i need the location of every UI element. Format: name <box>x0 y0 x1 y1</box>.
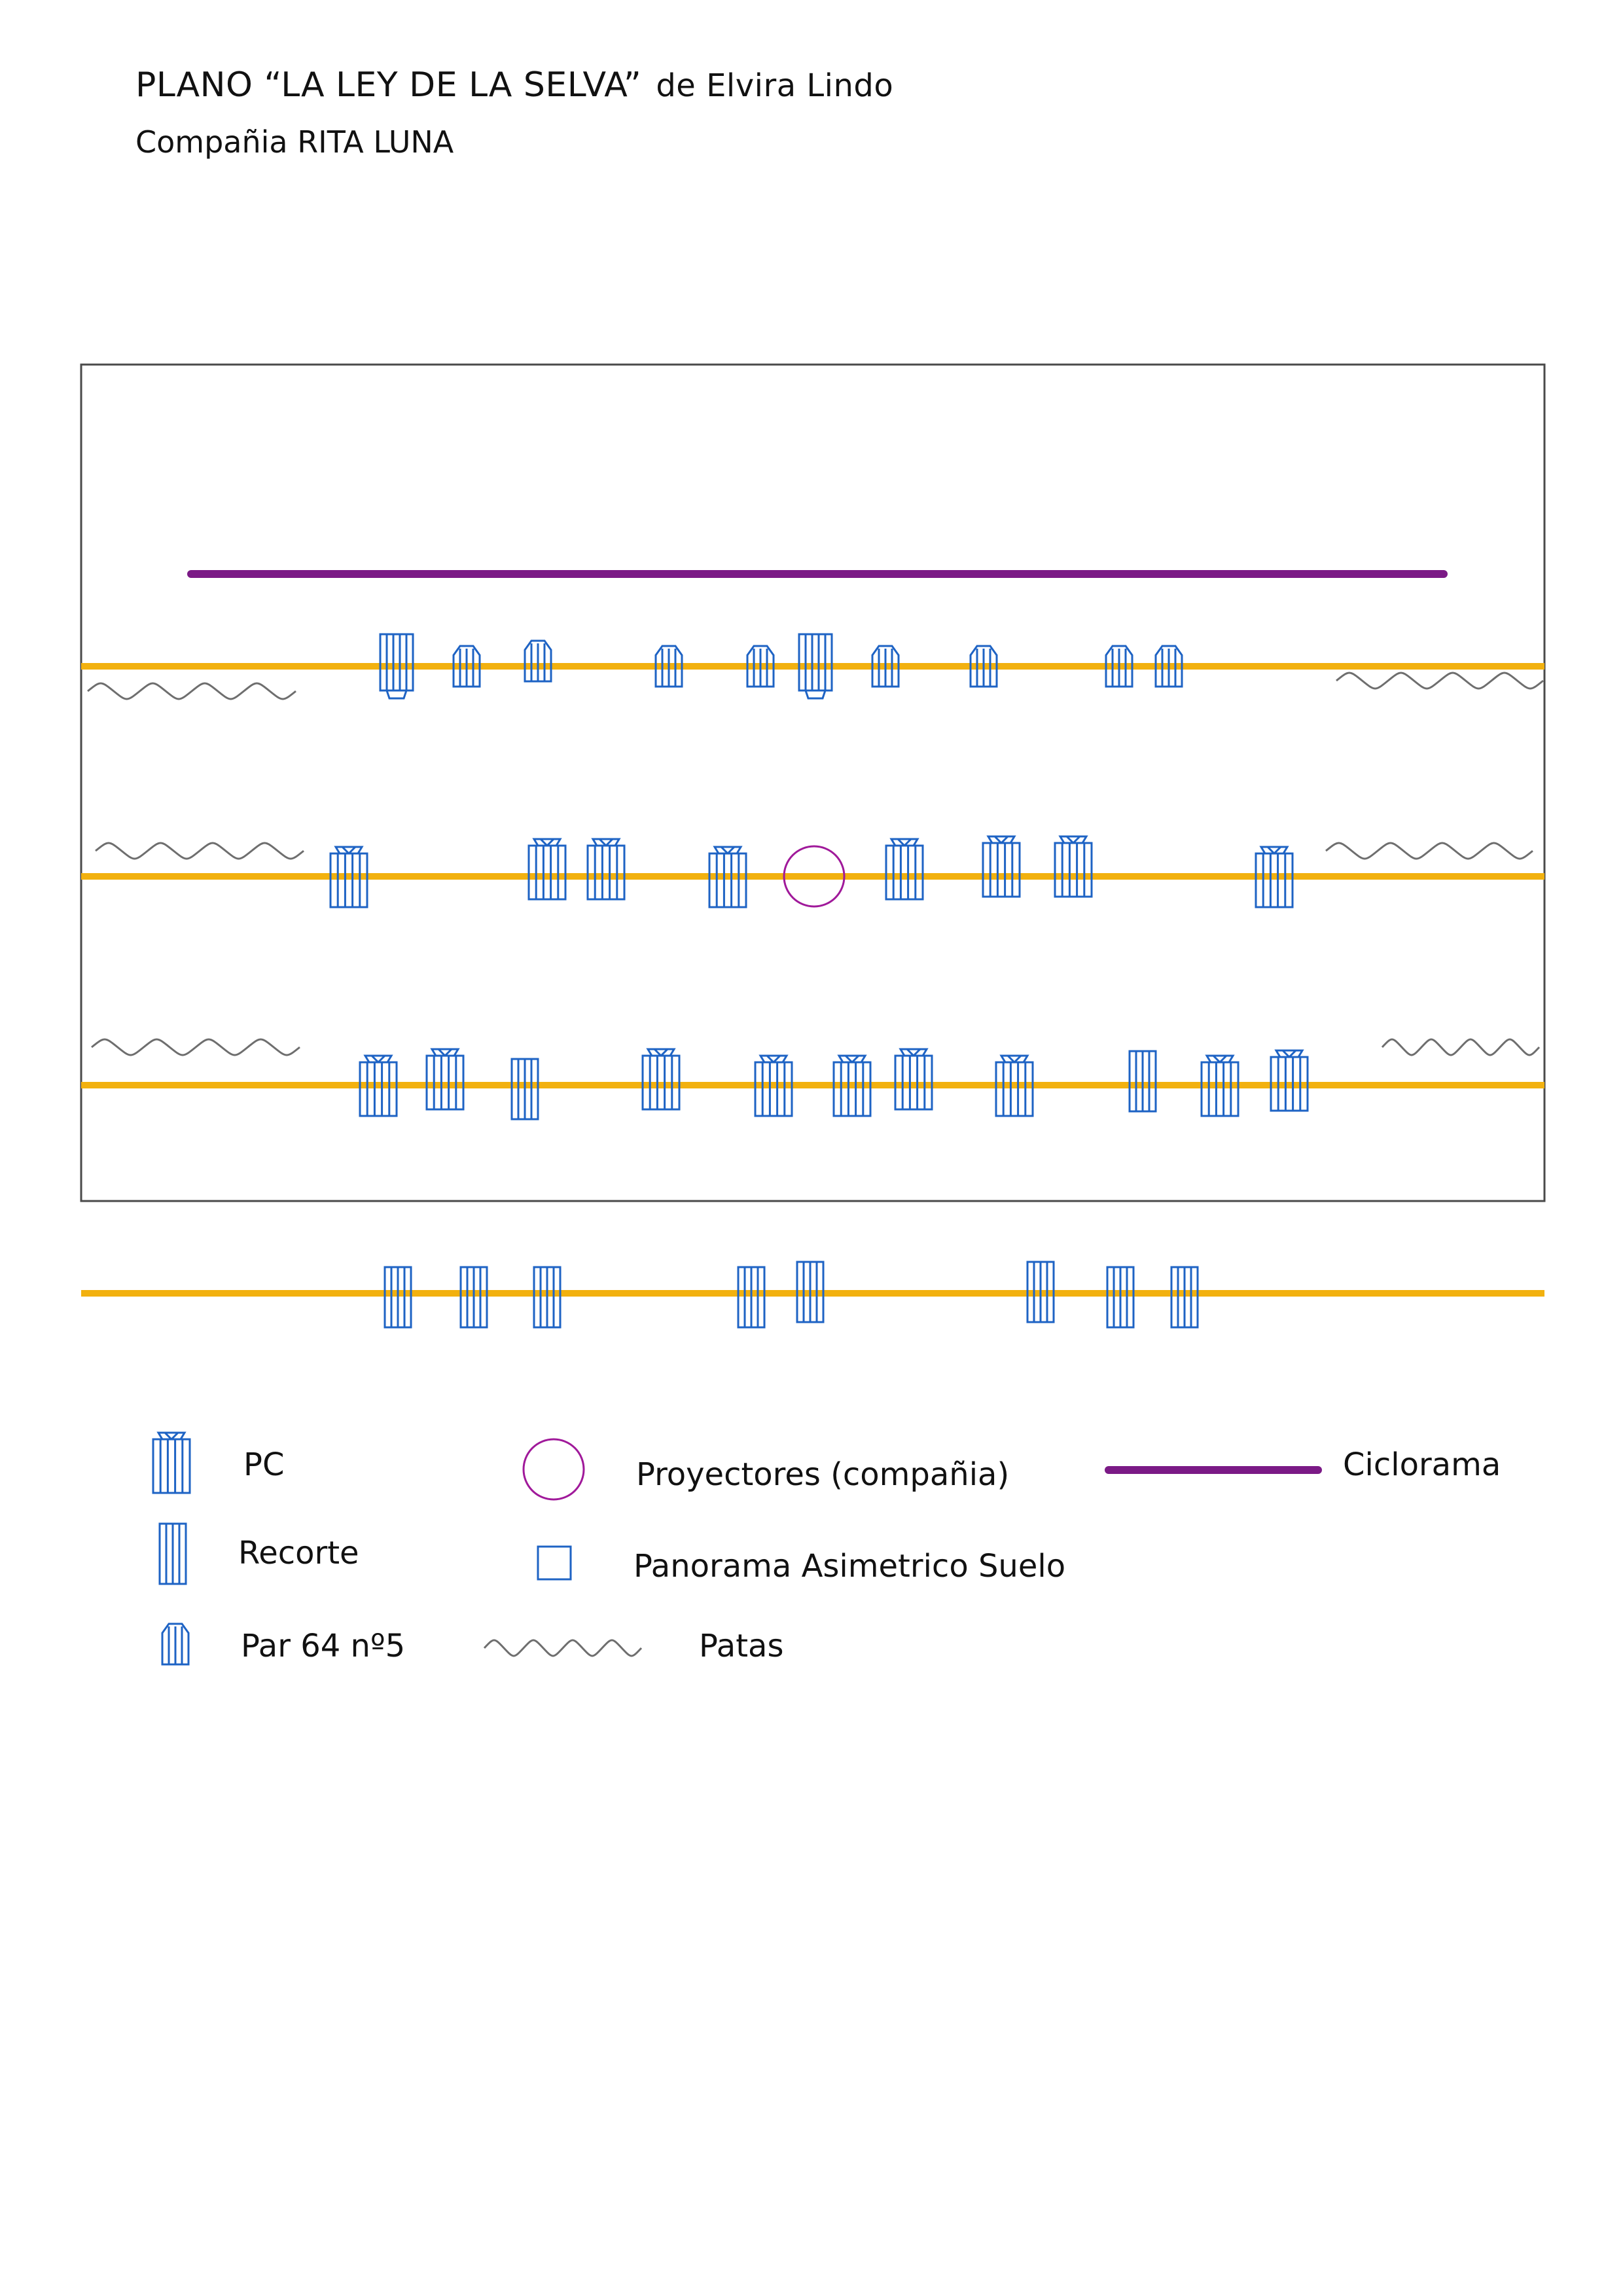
pc-icon <box>359 1054 398 1117</box>
pc-icon <box>885 838 924 901</box>
title-text: PLANO “LA LEY DE LA SELVA” <box>135 65 642 105</box>
recorte-icon <box>737 1266 766 1329</box>
plan-title: PLANO “LA LEY DE LA SELVA” de Elvira Lind… <box>135 65 893 105</box>
legend-recorte-icon <box>158 1522 187 1585</box>
pc-icon <box>527 838 567 901</box>
legend-square-icon <box>537 1545 572 1581</box>
pc-icon <box>425 1048 465 1111</box>
legend-projector-label: Proyectores (compañia) <box>636 1456 1010 1493</box>
legend-pc-label: PC <box>243 1446 285 1483</box>
pc-icon <box>1270 1049 1309 1112</box>
recorte-icon <box>1026 1261 1055 1323</box>
projector-circle-icon <box>783 845 846 908</box>
legend-patas-label: Patas <box>699 1628 784 1664</box>
recorte-icon <box>533 1266 562 1329</box>
pc-icon <box>1054 835 1093 898</box>
recorte-icon <box>383 1266 412 1329</box>
par-icon <box>654 645 683 688</box>
recorte-icon <box>459 1266 488 1329</box>
par-icon <box>746 645 775 688</box>
pc-icon <box>641 1048 681 1111</box>
par-icon <box>524 639 552 683</box>
recorte-icon <box>510 1058 539 1121</box>
legend-par-icon <box>161 1623 190 1666</box>
pc-icon <box>832 1054 872 1117</box>
recorte-icon <box>1106 1266 1135 1329</box>
patas-wave-icon <box>1336 672 1544 690</box>
patas-wave-icon <box>1325 842 1533 860</box>
pc-icon <box>1200 1054 1240 1117</box>
pc-icon <box>1255 846 1294 908</box>
patas-wave-icon <box>91 1038 300 1056</box>
par-icon <box>969 645 998 688</box>
pc-icon <box>708 846 747 908</box>
stage-outline <box>80 363 1546 1202</box>
legend-wave-icon <box>483 1639 643 1657</box>
pc-icon <box>586 838 626 901</box>
recorte-icon <box>796 1261 825 1323</box>
legend-pc-icon <box>152 1431 191 1494</box>
par-icon <box>452 645 481 688</box>
legend-recorte-label: Recorte <box>238 1535 359 1571</box>
patas-wave-icon <box>1381 1038 1541 1056</box>
company-name: Compañia RITA LUNA <box>135 124 454 160</box>
legend-panorama-label: Panorama Asimetrico Suelo <box>633 1548 1066 1585</box>
par-icon <box>871 645 900 688</box>
pc-icon <box>754 1054 793 1117</box>
par-icon <box>1154 645 1183 688</box>
legend-projector-icon <box>522 1438 585 1501</box>
pc-icon <box>995 1054 1034 1117</box>
pc-icon <box>329 846 368 908</box>
legend-par-label: Par 64 nº5 <box>241 1628 406 1664</box>
legend-ciclorama-label: Ciclorama <box>1343 1446 1501 1483</box>
par-icon <box>1105 645 1133 688</box>
patas-wave-icon <box>87 682 296 700</box>
author-text: de Elvira Lindo <box>656 67 894 104</box>
pc-icon <box>798 633 833 700</box>
patas-wave-icon <box>95 842 304 860</box>
pc-icon <box>894 1048 933 1111</box>
pc-icon <box>379 633 414 700</box>
recorte-icon <box>1170 1266 1199 1329</box>
recorte-icon <box>1128 1050 1157 1113</box>
pc-icon <box>982 835 1021 898</box>
